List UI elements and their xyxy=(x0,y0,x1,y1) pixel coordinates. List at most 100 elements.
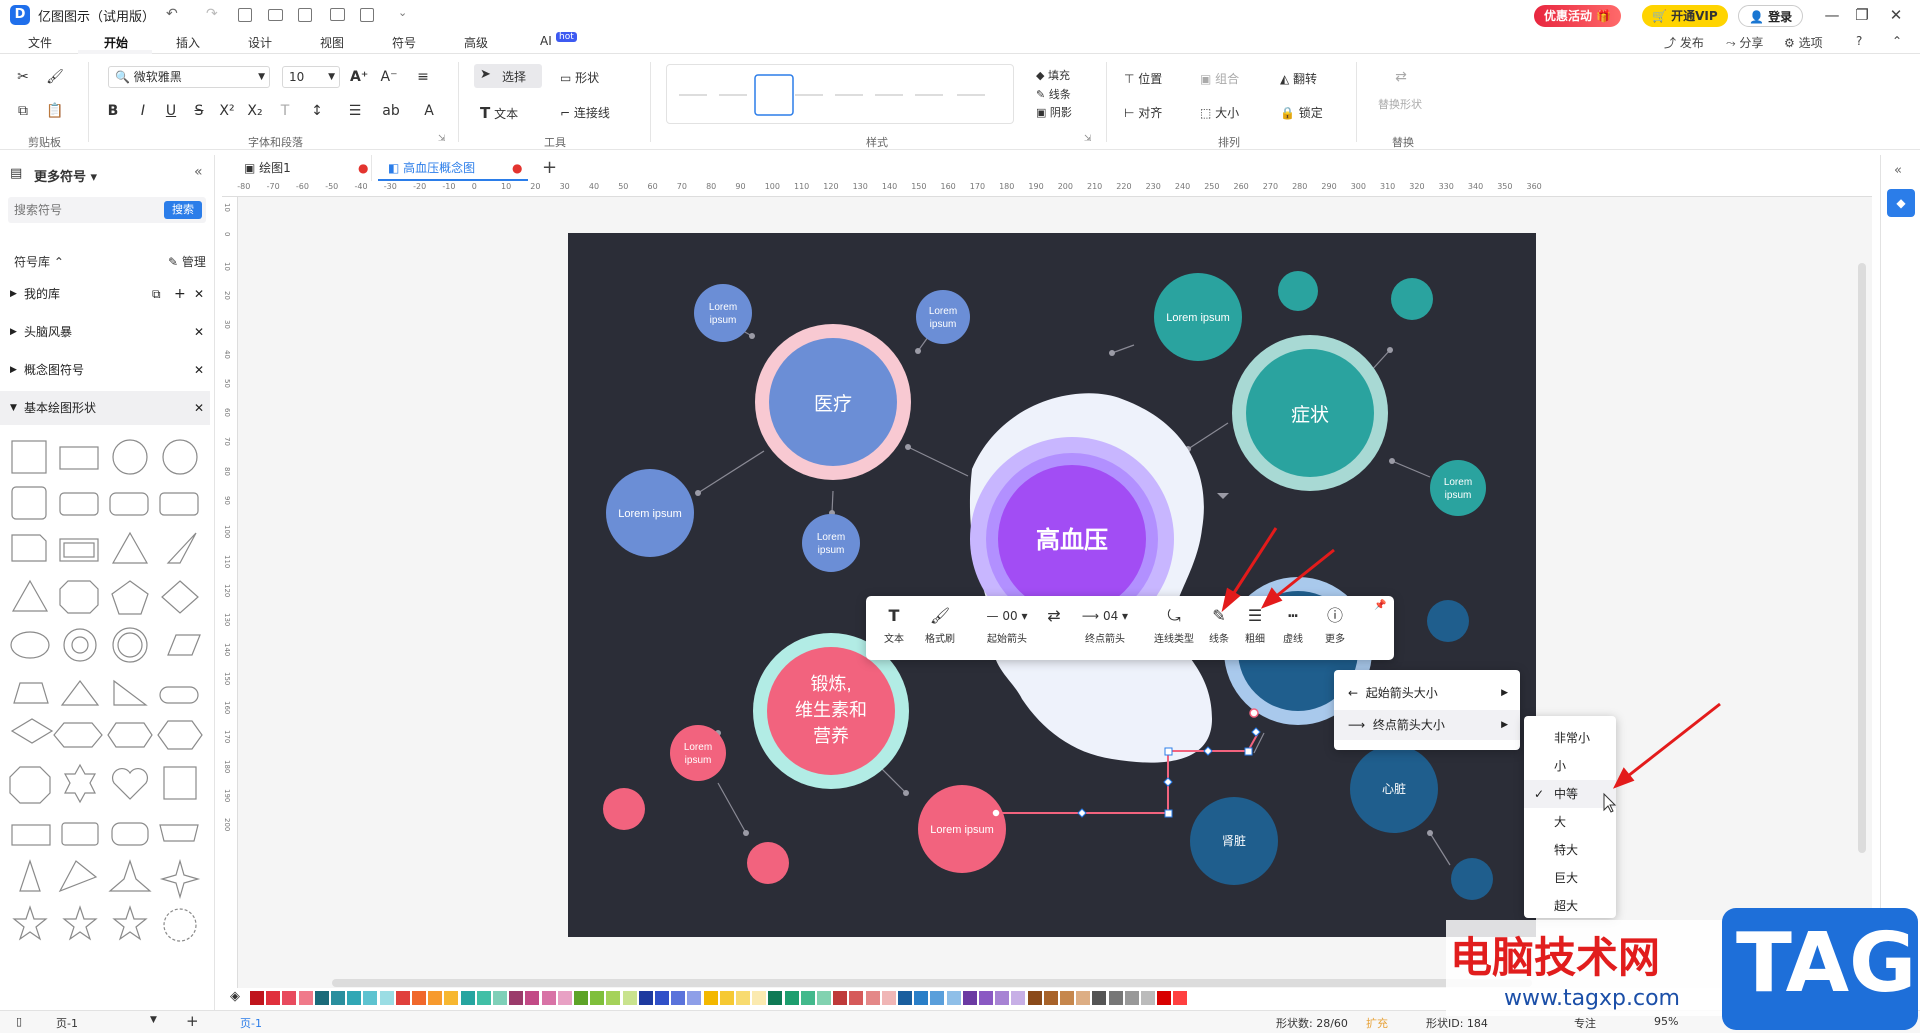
selected-connector[interactable] xyxy=(991,708,1261,818)
replace-shape-icon[interactable]: ⇄ xyxy=(1395,69,1407,85)
subtopic-heart[interactable]: 心脏 xyxy=(1382,781,1406,796)
clear-format-icon[interactable]: T xyxy=(280,103,290,119)
size-option-medium[interactable]: ✓中等 xyxy=(1524,780,1616,808)
subscript-icon[interactable]: X₂ xyxy=(247,103,263,119)
font-color-icon[interactable]: A xyxy=(424,103,434,119)
size-button[interactable]: ⬚ 大小 xyxy=(1200,106,1240,120)
decrease-font-icon[interactable]: A⁻ xyxy=(380,69,398,85)
connector-tool-button[interactable]: ⌐ 连接线 xyxy=(560,106,610,120)
topic-exercise-line1[interactable]: 锻炼, xyxy=(810,674,851,694)
text-align-icon[interactable]: ≡ xyxy=(417,69,429,85)
drawing-page[interactable]: 高血压 医疗 症状 锻炼, 维生素和 营养 心脏 肾脏 Lorem ipsum … xyxy=(568,233,1536,937)
tab-symbols[interactable]: 符号 xyxy=(392,36,417,50)
italic-icon[interactable]: I xyxy=(140,103,146,119)
tab-insert[interactable]: 插入 xyxy=(176,36,201,50)
promo-button[interactable]: 优惠活动 🎁 xyxy=(1534,5,1622,27)
color-swatch[interactable] xyxy=(574,991,588,1005)
text-case-icon[interactable]: ab xyxy=(382,103,400,119)
size-option-xlarge[interactable]: 特大 xyxy=(1554,843,1579,857)
page-panel-icon[interactable]: ▯ xyxy=(16,1015,23,1028)
subtopic-lorem[interactable]: ipsum xyxy=(1445,490,1472,501)
size-option-huge[interactable]: 巨大 xyxy=(1554,871,1579,885)
page-select[interactable]: 页-1 xyxy=(56,1015,78,1031)
fill-button[interactable]: ◆ 填充 xyxy=(1036,69,1070,82)
topic-symptom[interactable]: 症状 xyxy=(1291,404,1329,426)
color-swatch[interactable] xyxy=(1060,991,1074,1005)
color-swatch[interactable] xyxy=(331,991,345,1005)
collapse-toggle-icon[interactable] xyxy=(1217,493,1229,499)
strikethrough-icon[interactable]: S xyxy=(194,103,204,119)
color-swatch[interactable] xyxy=(1027,991,1042,1005)
doc-tab-drawing1[interactable]: ▣ 绘图1● xyxy=(232,155,372,181)
topic-exercise-line2[interactable]: 维生素和 xyxy=(795,700,867,720)
color-swatch[interactable] xyxy=(930,991,945,1005)
color-swatch[interactable] xyxy=(1124,991,1139,1005)
subtopic-lorem[interactable]: Lorem ipsum xyxy=(930,824,994,836)
color-swatch[interactable] xyxy=(363,991,378,1005)
focus-mode[interactable]: 专注 xyxy=(1574,1017,1596,1030)
text-tool-button[interactable]: T 文本 xyxy=(480,104,519,122)
collapse-panel-icon[interactable]: « xyxy=(194,164,203,180)
add-tab-icon[interactable]: + xyxy=(542,157,558,178)
tab-view[interactable]: 视图 xyxy=(320,36,345,50)
color-swatch[interactable] xyxy=(638,991,653,1005)
lib-brainstorm[interactable]: ▶头脑风暴✕ xyxy=(0,315,210,349)
print-icon[interactable] xyxy=(330,8,345,21)
minimize-icon[interactable]: — xyxy=(1824,6,1840,24)
position-button[interactable]: ⊤ 位置 xyxy=(1124,72,1163,86)
style-dialog-launcher-icon[interactable]: ⇲ xyxy=(1084,134,1092,144)
share-link[interactable]: ⤳ 分享 xyxy=(1726,36,1764,50)
page-dropdown-icon[interactable]: ▼ xyxy=(150,1015,157,1025)
font-dialog-launcher-icon[interactable]: ⇲ xyxy=(438,134,446,144)
horizontal-scrollbar[interactable] xyxy=(332,979,1532,987)
color-swatch[interactable] xyxy=(736,991,750,1005)
color-swatch[interactable] xyxy=(379,991,394,1005)
bullet-list-icon[interactable]: ☰ xyxy=(348,103,362,119)
color-swatch[interactable] xyxy=(719,991,734,1005)
color-swatch[interactable] xyxy=(541,991,556,1005)
doc-tab-hypertension-concept-map[interactable]: ◧ 高血压概念图● xyxy=(378,155,528,181)
color-swatch[interactable] xyxy=(298,991,313,1005)
tab-design[interactable]: 设计 xyxy=(248,36,273,50)
increase-font-icon[interactable]: A⁺ xyxy=(350,69,369,85)
help-icon[interactable]: ? xyxy=(1856,34,1863,48)
color-swatch[interactable] xyxy=(282,991,297,1005)
ft-line-color-button[interactable]: ✎线条 xyxy=(1204,596,1234,645)
subtopic-lorem[interactable]: Lorem xyxy=(709,302,737,313)
menu-item-start-arrow-size[interactable]: ← 起始箭头大小▶ xyxy=(1334,678,1520,708)
color-swatch[interactable] xyxy=(1011,991,1026,1005)
color-swatch[interactable] xyxy=(1173,991,1188,1005)
subtopic-lorem[interactable]: Lorem xyxy=(1444,477,1472,488)
restore-icon[interactable]: ❐ xyxy=(1855,6,1869,24)
subtopic-lorem[interactable]: ipsum xyxy=(710,315,737,326)
color-swatch[interactable] xyxy=(1092,991,1107,1005)
close-icon[interactable]: ✕ xyxy=(194,287,205,301)
color-swatch[interactable] xyxy=(622,991,637,1005)
lib-basic-shapes[interactable]: ▼基本绘图形状✕ xyxy=(0,391,210,425)
tab-advanced[interactable]: 高级 xyxy=(464,36,489,50)
copy-icon[interactable]: ⧉ xyxy=(18,103,28,119)
flip-button[interactable]: ◭ 翻转 xyxy=(1280,72,1318,86)
color-swatch[interactable] xyxy=(849,991,864,1005)
collapse-ribbon-icon[interactable]: ⌃ xyxy=(1892,34,1903,48)
topic-exercise-line3[interactable]: 营养 xyxy=(813,726,849,746)
superscript-icon[interactable]: X² xyxy=(219,103,235,119)
color-swatch[interactable] xyxy=(590,991,605,1005)
subtopic-kidney[interactable]: 肾脏 xyxy=(1222,833,1246,848)
add-icon[interactable]: + xyxy=(174,286,186,302)
close-icon[interactable]: ✕ xyxy=(194,325,205,339)
lib-my-library[interactable]: ▶我的库⧉+✕ xyxy=(0,277,210,311)
color-swatch[interactable] xyxy=(428,991,443,1005)
color-swatch[interactable] xyxy=(395,991,410,1005)
close-icon[interactable]: ✕ xyxy=(194,401,205,415)
close-icon[interactable]: ✕ xyxy=(1889,6,1903,24)
redo-icon[interactable]: ↷ xyxy=(206,6,218,22)
options-link[interactable]: ⚙ 选项 xyxy=(1784,36,1823,50)
size-option-small[interactable]: 小 xyxy=(1554,759,1567,773)
basic-shapes-grid[interactable] xyxy=(0,431,210,1010)
underline-icon[interactable]: U xyxy=(165,103,177,119)
size-option-large[interactable]: 大 xyxy=(1554,815,1567,829)
concept-map-diagram[interactable]: 高血压 医疗 症状 锻炼, 维生素和 营养 心脏 肾脏 Lorem ipsum … xyxy=(568,233,1536,937)
lib-concept-map[interactable]: ▶概念图符号✕ xyxy=(0,353,210,387)
